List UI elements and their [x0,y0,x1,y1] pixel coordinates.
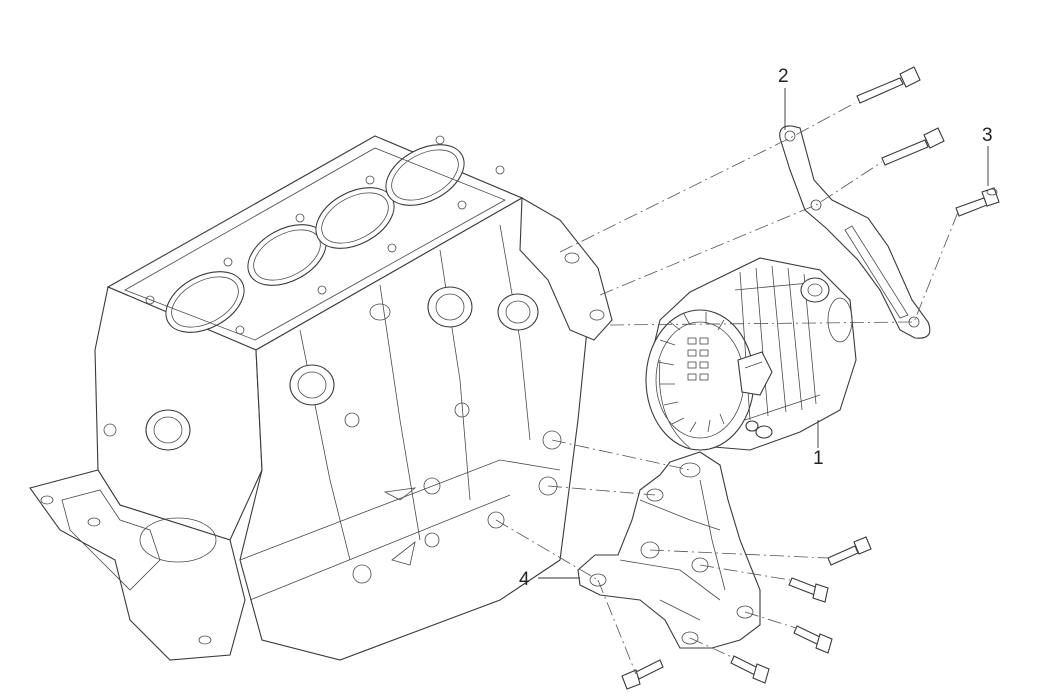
bolt-lower-2 [788,577,829,603]
callout-number-4: 4 [519,569,530,590]
bolt-3 [955,187,1000,217]
lower-bracket [577,451,761,649]
upper-bracket [779,125,931,339]
bolt-lower-1 [827,536,872,566]
callout-number-1: 1 [813,448,824,469]
engine-block [29,135,613,661]
bolt-upper-1 [856,66,921,104]
callout-number-3: 3 [982,125,993,146]
callout-number-2: 2 [778,66,789,87]
bolts [621,66,1000,690]
bolt-lower-5 [621,659,664,690]
callout-leaders [538,88,989,579]
bolt-lower-4 [730,655,770,684]
bolt-lower-3 [793,625,833,654]
bolt-upper-2 [881,127,945,166]
alignment-lines [495,102,959,675]
alternator [645,257,857,451]
